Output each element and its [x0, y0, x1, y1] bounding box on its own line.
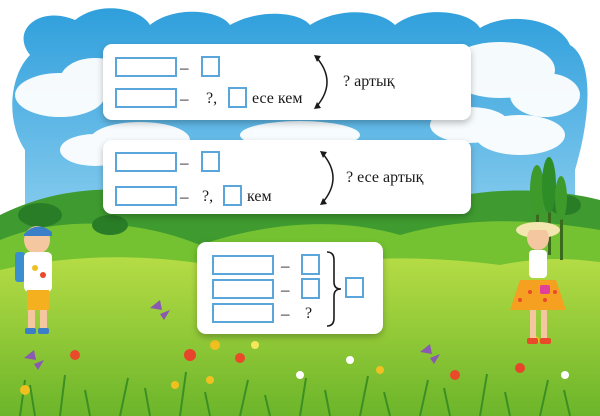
answer-box[interactable] — [212, 279, 274, 299]
minus-sign: – — [180, 58, 189, 77]
minus-sign: – — [180, 89, 189, 108]
exercise-card-2: – – ?, кем ? есе артық — [103, 140, 471, 214]
side-label: ? артық — [343, 73, 395, 90]
answer-box[interactable] — [212, 303, 274, 323]
minus-sign: – — [281, 280, 290, 299]
comparison-label: кем — [247, 188, 272, 205]
answer-box[interactable] — [115, 152, 177, 172]
answer-box[interactable] — [212, 255, 274, 275]
flowers — [20, 336, 569, 395]
minus-sign: – — [180, 187, 189, 206]
exercise-card-1: – – ?, есе кем ? артық — [103, 44, 471, 120]
answer-square[interactable] — [301, 278, 320, 299]
side-label: ? есе артық — [346, 169, 424, 186]
minus-sign: – — [180, 153, 189, 172]
curved-arrow-icon — [314, 55, 328, 109]
question-mark: ?, — [202, 188, 214, 205]
answer-square[interactable] — [228, 87, 247, 108]
answer-box[interactable] — [115, 88, 177, 108]
comparison-label: есе кем — [252, 90, 303, 107]
question-mark: ? — [305, 305, 313, 322]
grass-blades — [19, 371, 571, 416]
exercise-card-3: – – – ? — [197, 242, 383, 334]
hill-front — [0, 257, 600, 416]
answer-box[interactable] — [115, 57, 177, 77]
answer-square[interactable] — [345, 277, 364, 298]
girl-figure — [510, 222, 566, 344]
curved-arrow-icon — [320, 151, 334, 205]
question-mark: ?, — [206, 90, 218, 107]
curly-brace-icon — [326, 251, 342, 327]
answer-square[interactable] — [201, 56, 220, 77]
butterfly-icon — [24, 300, 440, 370]
minus-sign: – — [281, 256, 290, 275]
answer-square[interactable] — [223, 185, 242, 206]
answer-box[interactable] — [115, 186, 177, 206]
answer-square[interactable] — [201, 151, 220, 172]
trees — [530, 157, 567, 260]
boy-figure — [15, 226, 52, 334]
answer-square[interactable] — [301, 254, 320, 275]
minus-sign: – — [281, 304, 290, 323]
